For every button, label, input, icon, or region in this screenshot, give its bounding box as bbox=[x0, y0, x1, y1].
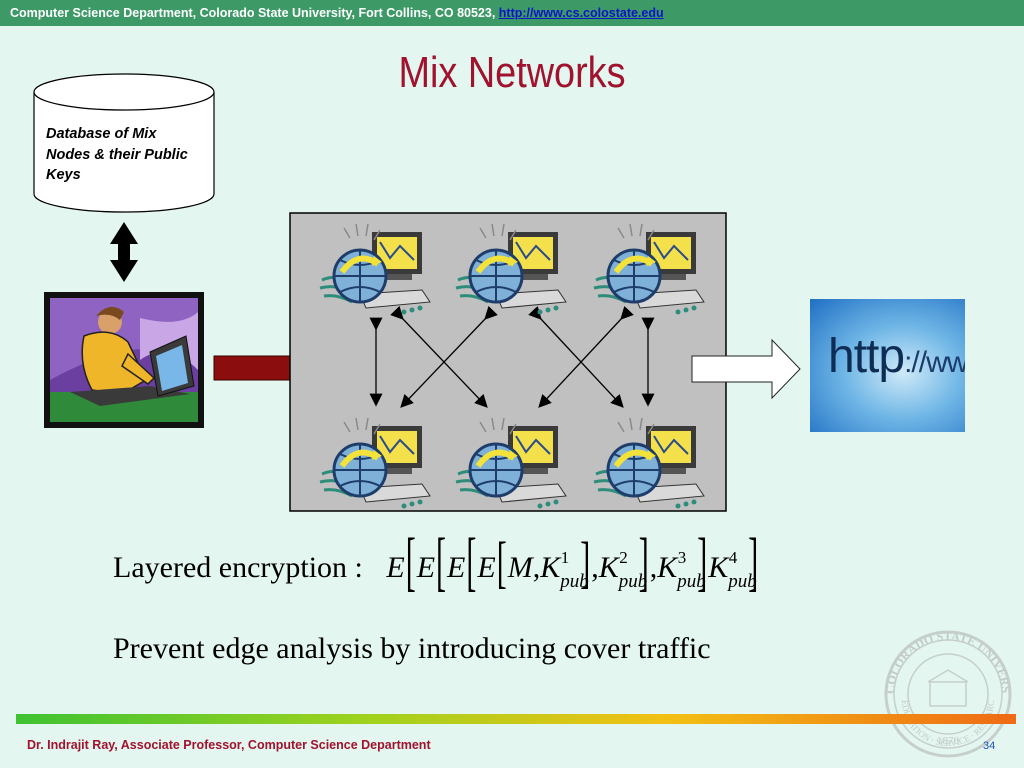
university-seal-icon: COLORADO STATE UNIVERSITY EDUCATION · SE… bbox=[880, 626, 1013, 758]
layered-encryption-formula: Layered encryption : E[E[E[E[M,Kpub1],Kp… bbox=[113, 525, 759, 599]
svg-text:COLORADO STATE UNIVERSITY: COLORADO STATE UNIVERSITY bbox=[880, 626, 1013, 694]
person-at-computer-icon bbox=[44, 292, 204, 428]
svg-text:1870: 1870 bbox=[937, 735, 960, 747]
footer-author: Dr. Indrajit Ray, Associate Professor, C… bbox=[27, 738, 431, 752]
database-label: Database of Mix Nodes & their Public Key… bbox=[46, 126, 188, 183]
database-icon bbox=[33, 73, 215, 213]
destination-url-text: http://www bbox=[828, 330, 965, 383]
header-text: Computer Science Department, Colorado St… bbox=[10, 6, 496, 20]
double-arrow-icon bbox=[110, 222, 138, 282]
mix-connections bbox=[369, 305, 655, 408]
formula-label: Layered encryption : bbox=[113, 551, 363, 584]
cover-traffic-statement: Prevent edge analysis by introducing cov… bbox=[113, 632, 711, 665]
destination-web-image: http://www bbox=[810, 299, 965, 432]
footer-gradient-bar bbox=[16, 714, 1016, 724]
output-arrow bbox=[691, 338, 801, 400]
page-number: 34 bbox=[983, 740, 996, 752]
slide-title: Mix Networks bbox=[398, 48, 626, 97]
header-link[interactable]: http://www.cs.colostate.edu bbox=[498, 6, 664, 20]
header-bar: Computer Science Department, Colorado St… bbox=[0, 0, 1024, 26]
